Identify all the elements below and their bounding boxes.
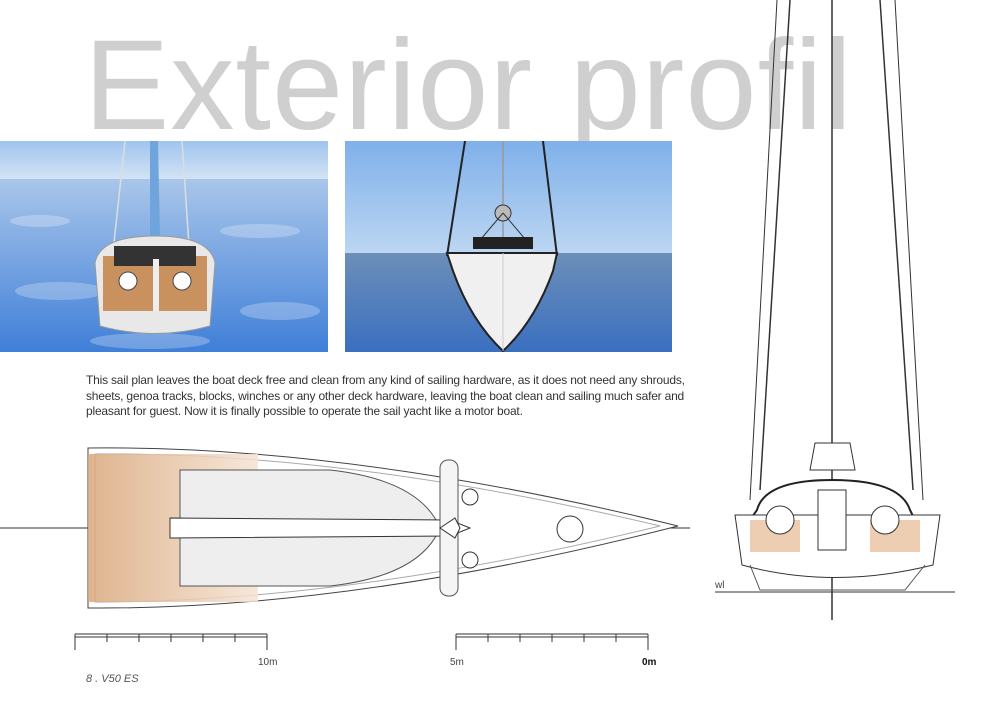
page-footer: 8 . V50 ES (86, 673, 139, 685)
scale-bar-right (455, 632, 655, 652)
stern-render-image (0, 141, 328, 352)
bow-render-image (345, 141, 672, 352)
description-paragraph: This sail plan leaves the boat deck free… (86, 373, 685, 418)
scale-label-0m: 0m (642, 657, 657, 668)
waterline-label: wl (715, 580, 725, 591)
deck-plan-drawing (0, 440, 700, 620)
front-elevation-drawing: wl (715, 0, 1000, 625)
scale-label-10m: 10m (258, 657, 278, 668)
page-title: Exterior profil (84, 14, 853, 157)
scale-label-5m: 5m (450, 657, 464, 668)
scale-bar-left (74, 632, 274, 652)
